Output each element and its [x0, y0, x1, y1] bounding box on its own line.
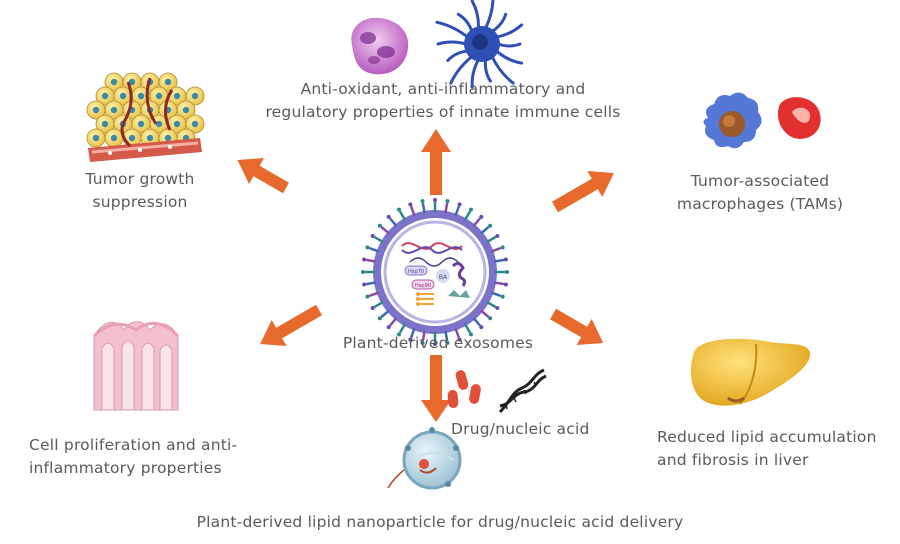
arrow-up — [421, 129, 451, 195]
exosome-label: Plant-derived exosomes — [342, 334, 534, 352]
liver-icon — [690, 338, 811, 406]
neutrophil-icon — [351, 17, 409, 75]
arrow-down-left — [260, 304, 322, 346]
hsp70-label: Hsp70 — [408, 269, 424, 275]
tumor-icon — [86, 72, 205, 162]
arrow-down — [421, 355, 451, 422]
drug-label: Drug/nucleic acid — [451, 420, 590, 438]
drug-capsule-icon — [447, 370, 481, 408]
arrow-up-right — [552, 171, 614, 213]
intestine-icon — [92, 321, 180, 411]
tumor-growth-label: Tumor growth suppression — [85, 170, 195, 211]
hsp90-label: Hsp90 — [415, 283, 431, 289]
red-blood-cell-icon — [777, 97, 821, 139]
arrow-up-left — [237, 158, 289, 194]
cell-proliferation-label: Cell proliferation and anti- inflammator… — [29, 436, 238, 477]
nucleic-acid-icon — [498, 368, 547, 414]
nanoparticle-icon — [387, 427, 462, 490]
tams-label: Tumor-associated macrophages (TAMs) — [676, 172, 844, 213]
liver-label: Reduced lipid accumulation and fibrosis … — [657, 428, 877, 469]
arrow-down-right — [550, 308, 604, 345]
innate-immune-label: Anti-oxidant, anti-inflammatory and regu… — [265, 80, 621, 121]
nanoparticle-label: Plant-derived lipid nanoparticle for dru… — [196, 513, 684, 531]
dendritic-cell-icon — [435, 0, 524, 89]
exosome-icon: Hsp70 Hsp90 BA — [361, 198, 509, 346]
macrophage-icon — [703, 92, 762, 149]
ba-label: BA — [439, 274, 448, 281]
